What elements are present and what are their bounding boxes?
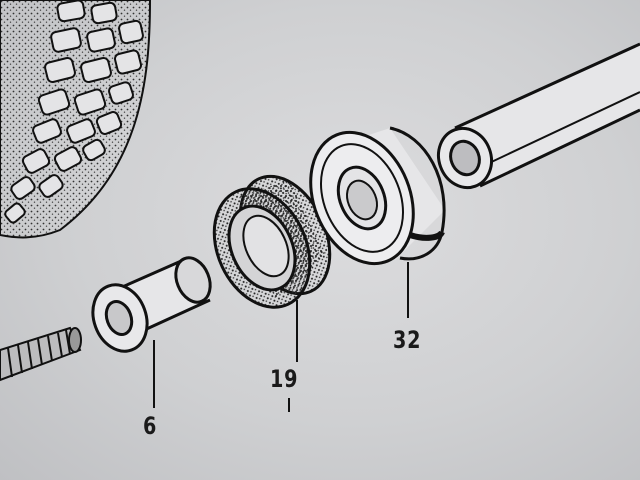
tire-tread-icon [0,0,152,239]
axle-tube-icon [437,42,640,190]
part-label-bearing: 32 [393,326,422,354]
part-label-spacer: 6 [143,412,158,440]
part-label-dust-seal: 19 [270,365,299,393]
spacer-sleeve-icon [91,256,212,408]
threaded-axle-icon [0,326,82,382]
ball-bearing-icon [309,126,446,318]
dust-seal-icon [212,174,332,412]
